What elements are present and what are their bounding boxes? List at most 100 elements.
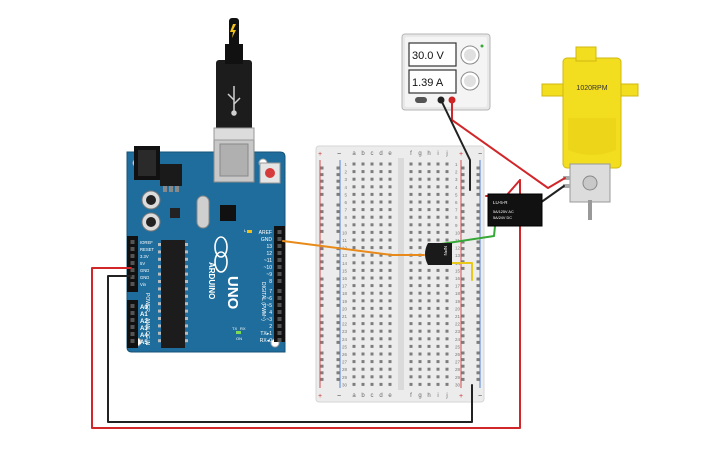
breadboard-hole[interactable] <box>445 314 449 318</box>
breadboard-hole[interactable] <box>370 284 374 288</box>
breadboard-hole[interactable] <box>418 322 422 326</box>
breadboard-hole[interactable] <box>370 268 374 272</box>
rail-hole[interactable] <box>336 166 340 170</box>
rail-hole[interactable] <box>320 173 324 177</box>
header-pin[interactable] <box>277 237 282 241</box>
rail-hole[interactable] <box>476 340 480 344</box>
rail-hole[interactable] <box>476 186 480 190</box>
breadboard-hole[interactable] <box>436 185 440 189</box>
rail-hole[interactable] <box>336 327 340 331</box>
breadboard-hole[interactable] <box>361 344 365 348</box>
rail-hole[interactable] <box>461 192 465 196</box>
breadboard-hole[interactable] <box>427 238 431 242</box>
breadboard-hole[interactable] <box>418 238 422 242</box>
breadboard-hole[interactable] <box>388 230 392 234</box>
header-pin[interactable] <box>277 272 282 276</box>
rail-hole[interactable] <box>336 290 340 294</box>
breadboard-hole[interactable] <box>361 253 365 257</box>
breadboard-hole[interactable] <box>361 375 365 379</box>
breadboard-hole[interactable] <box>352 375 356 379</box>
breadboard-hole[interactable] <box>445 329 449 333</box>
breadboard-hole[interactable] <box>370 306 374 310</box>
breadboard-hole[interactable] <box>418 299 422 303</box>
breadboard-hole[interactable] <box>427 299 431 303</box>
rail-hole[interactable] <box>476 277 480 281</box>
rail-hole[interactable] <box>336 179 340 183</box>
header-pin[interactable] <box>277 289 282 293</box>
breadboard-hole[interactable] <box>436 200 440 204</box>
breadboard-hole[interactable] <box>409 223 413 227</box>
breadboard-hole[interactable] <box>418 344 422 348</box>
breadboard-hole[interactable] <box>370 246 374 250</box>
breadboard-hole[interactable] <box>370 291 374 295</box>
breadboard-hole[interactable] <box>388 337 392 341</box>
breadboard-hole[interactable] <box>361 337 365 341</box>
breadboard-hole[interactable] <box>436 177 440 181</box>
breadboard-hole[interactable] <box>409 246 413 250</box>
rail-hole[interactable] <box>320 266 324 270</box>
rail-hole[interactable] <box>320 351 324 355</box>
rail-hole[interactable] <box>476 179 480 183</box>
breadboard-hole[interactable] <box>370 344 374 348</box>
rail-hole[interactable] <box>461 314 465 318</box>
rail-hole[interactable] <box>461 216 465 220</box>
breadboard-hole[interactable] <box>361 367 365 371</box>
rail-hole[interactable] <box>336 229 340 233</box>
rail-hole[interactable] <box>336 253 340 257</box>
breadboard-hole[interactable] <box>388 322 392 326</box>
breadboard-hole[interactable] <box>418 314 422 318</box>
rail-hole[interactable] <box>476 327 480 331</box>
breadboard-hole[interactable] <box>370 185 374 189</box>
breadboard-hole[interactable] <box>445 291 449 295</box>
breadboard-hole[interactable] <box>379 200 383 204</box>
breadboard-hole[interactable] <box>436 314 440 318</box>
rail-hole[interactable] <box>320 247 324 251</box>
breadboard-hole[interactable] <box>379 177 383 181</box>
breadboard-hole[interactable] <box>388 306 392 310</box>
rail-hole[interactable] <box>476 216 480 220</box>
rail-hole[interactable] <box>461 260 465 264</box>
breadboard-hole[interactable] <box>427 185 431 189</box>
breadboard-hole[interactable] <box>361 299 365 303</box>
breadboard-hole[interactable] <box>436 230 440 234</box>
rail-hole[interactable] <box>461 277 465 281</box>
breadboard-hole[interactable] <box>388 261 392 265</box>
rail-hole[interactable] <box>336 223 340 227</box>
breadboard-hole[interactable] <box>445 352 449 356</box>
rail-hole[interactable] <box>320 186 324 190</box>
breadboard-hole[interactable] <box>352 246 356 250</box>
breadboard-hole[interactable] <box>427 208 431 212</box>
rail-hole[interactable] <box>320 166 324 170</box>
rail-hole[interactable] <box>461 210 465 214</box>
rail-hole[interactable] <box>336 303 340 307</box>
breadboard-hole[interactable] <box>388 299 392 303</box>
rail-hole[interactable] <box>336 186 340 190</box>
rail-hole[interactable] <box>320 260 324 264</box>
breadboard-hole[interactable] <box>361 223 365 227</box>
breadboard-hole[interactable] <box>427 314 431 318</box>
breadboard-hole[interactable] <box>409 375 413 379</box>
rail-hole[interactable] <box>476 358 480 362</box>
breadboard-hole[interactable] <box>418 246 422 250</box>
breadboard-hole[interactable] <box>370 215 374 219</box>
rail-hole[interactable] <box>476 260 480 264</box>
rail-hole[interactable] <box>320 314 324 318</box>
breadboard-hole[interactable] <box>436 162 440 166</box>
power-switch[interactable] <box>415 97 427 103</box>
breadboard-hole[interactable] <box>388 291 392 295</box>
breadboard-hole[interactable] <box>409 367 413 371</box>
breadboard-hole[interactable] <box>445 268 449 272</box>
analog-header[interactable] <box>127 300 138 348</box>
breadboard-hole[interactable] <box>370 238 374 242</box>
breadboard-hole[interactable] <box>370 299 374 303</box>
breadboard-hole[interactable] <box>418 215 422 219</box>
breadboard-hole[interactable] <box>445 177 449 181</box>
breadboard-hole[interactable] <box>436 268 440 272</box>
breadboard-hole[interactable] <box>370 162 374 166</box>
rail-hole[interactable] <box>336 314 340 318</box>
rail-hole[interactable] <box>320 340 324 344</box>
header-pin[interactable] <box>277 338 282 342</box>
breadboard-hole[interactable] <box>352 177 356 181</box>
breadboard-hole[interactable] <box>427 268 431 272</box>
